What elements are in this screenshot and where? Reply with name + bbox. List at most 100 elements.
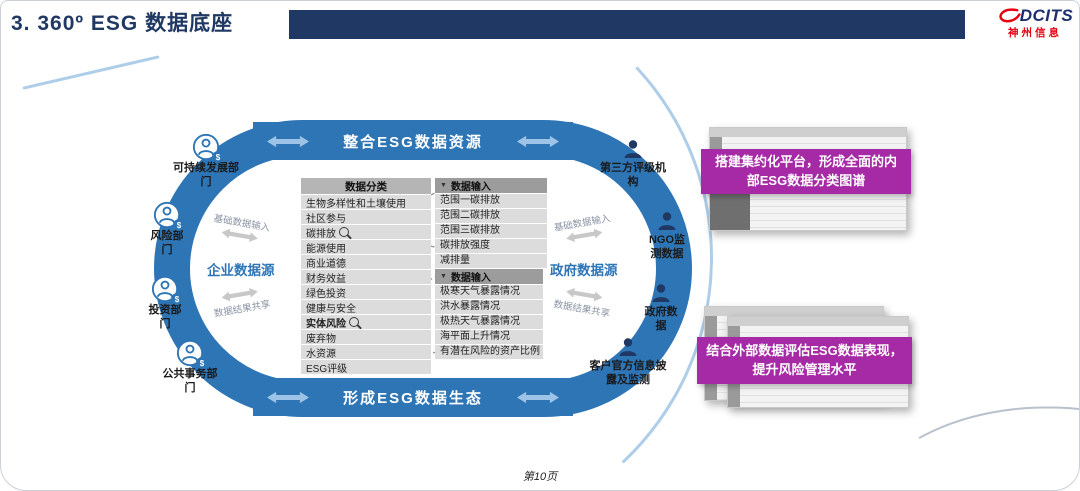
magnifier-icon — [349, 317, 359, 327]
person-icon — [652, 284, 670, 302]
table-row: 废弃物 — [301, 329, 431, 345]
party-label: 第三方评级机构 — [600, 162, 666, 188]
dept-item: $ 风险部门 — [147, 201, 187, 258]
row-label: 水资源 — [306, 348, 336, 360]
table-row: 实体风险 — [301, 314, 431, 330]
dept-label: 投资部门 — [148, 304, 182, 330]
person-coin-icon: $ — [176, 339, 208, 369]
input-row: 范围三碳排放 — [435, 223, 547, 238]
row-label: 财务效益 — [306, 273, 346, 285]
logo-swoosh-icon — [999, 8, 1021, 23]
page-title: 3. 360º ESG 数据底座 — [11, 12, 234, 35]
government-source-label: 政府数据源 — [550, 263, 618, 278]
currency-badge-icon: $ — [171, 293, 183, 305]
logo-name: 神州信息 — [1008, 27, 1062, 39]
double-arrow-icon — [517, 391, 559, 403]
row-label: 碳排放 — [306, 228, 336, 240]
row-label: 社区参与 — [306, 213, 346, 225]
dept-label: 风险部门 — [150, 230, 184, 256]
currency-badge-icon: $ — [212, 151, 224, 163]
table-row: 能源使用 — [301, 239, 431, 255]
decor-diagonal-line — [22, 55, 160, 90]
triangle-down-icon: ▼ — [440, 273, 447, 280]
gray-double-arrow-icon — [221, 228, 258, 243]
table-row: 健康与安全 — [301, 299, 431, 315]
input-row: 范围二碳排放 — [435, 208, 547, 223]
data-input-box-2: ▼ 数据输入 极寒天气暴露情况 洪水暴露情况 极热天气暴露情况 海平面上升情况 … — [435, 269, 543, 359]
party-label: 客户官方信息披露及监测 — [589, 360, 667, 386]
callout-banner: 结合外部数据评估ESG数据表现，提升风险管理水平 — [697, 337, 912, 384]
double-arrow-icon — [267, 135, 309, 147]
input-row: 减排量 — [435, 253, 547, 268]
currency-badge-icon: $ — [173, 219, 185, 231]
triangle-down-icon: ▼ — [440, 182, 447, 189]
input-row: 海平面上升情况 — [435, 329, 543, 344]
input-row: 极寒天气暴露情况 — [435, 284, 543, 299]
input-row: 有潜在风险的资产比例 — [435, 344, 543, 359]
table-row: ESG评级 — [301, 359, 431, 375]
input-row: 极热天气暴露情况 — [435, 314, 543, 329]
row-label: 实体风险 — [306, 318, 346, 330]
person-icon — [619, 338, 637, 356]
row-label: 能源使用 — [306, 243, 346, 255]
classification-header: 数据分类 — [301, 178, 431, 194]
input-header-label: 数据输入 — [450, 273, 491, 284]
input-box-header: ▼ 数据输入 — [435, 269, 543, 284]
row-label: 健康与安全 — [306, 303, 356, 315]
gray-double-arrow-icon — [221, 287, 258, 302]
flow-arrow-group: 基础数据输入 — [537, 208, 628, 249]
currency-badge-icon: $ — [196, 357, 208, 369]
page-number: 第10页 — [522, 471, 558, 483]
input-header-label: 数据输入 — [450, 182, 491, 193]
row-label: 生物多样性和土壤使用 — [306, 198, 406, 210]
row-label: ESG评级 — [306, 363, 348, 375]
row-label: 商业道德 — [306, 258, 346, 270]
gray-double-arrow-icon — [566, 287, 603, 302]
table-row: 社区参与 — [301, 209, 431, 225]
ring-bottom-label: 形成ESG数据生态 — [343, 389, 483, 407]
table-row: 生物多样性和土壤使用 — [301, 194, 431, 210]
magnifier-icon — [339, 227, 349, 237]
table-row: 水资源 — [301, 344, 431, 360]
data-input-box-1: ▼ 数据输入 范围一碳排放 范围二碳排放 范围三碳排放 碳排放强度 减排量 — [435, 178, 547, 268]
logo: DCITS 神州信息 — [989, 6, 1079, 40]
person-icon — [624, 140, 642, 158]
input-row: 洪水暴露情况 — [435, 299, 543, 314]
input-row: 范围一碳排放 — [435, 193, 547, 208]
person-coin-icon: $ — [151, 275, 183, 305]
row-label: 废弃物 — [306, 333, 336, 345]
table-row: 绿色投资 — [301, 284, 431, 300]
table-row: 财务效益 — [301, 269, 431, 285]
dept-item: $ 可持续发展部门 — [171, 133, 241, 190]
ring-top-label: 整合ESG数据资源 — [343, 133, 483, 151]
table-row: 碳排放 — [301, 224, 431, 240]
party-item: NGO监测数据 — [645, 209, 689, 262]
person-coin-icon: $ — [192, 133, 224, 163]
flow-arrow-group: 数据结果共享 — [537, 282, 628, 323]
ring-bottom-banner: 形成ESG数据生态 — [253, 378, 573, 416]
dept-item: $ 投资部门 — [145, 275, 185, 332]
classification-table: 数据分类 生物多样性和土壤使用 社区参与 碳排放 能源使用 商业道德 财务效益 … — [301, 178, 431, 375]
dept-item: $ 公共事务部门 — [159, 339, 221, 396]
gray-double-arrow-icon — [566, 228, 603, 243]
enterprise-source-label: 企业数据源 — [207, 263, 275, 278]
input-box-header: ▼ 数据输入 — [435, 178, 547, 193]
dept-label: 可持续发展部门 — [173, 162, 239, 188]
person-icon — [658, 212, 676, 230]
person-coin-icon: $ — [153, 201, 185, 231]
flow-arrow-group: 数据结果共享 — [195, 282, 286, 323]
ring-top-banner: 整合ESG数据资源 — [253, 122, 573, 160]
double-arrow-icon — [517, 135, 559, 147]
callout-banner: 搭建集约化平台，形成全面的内部ESG数据分类图谱 — [701, 149, 911, 194]
dept-label: 公共事务部门 — [162, 368, 218, 394]
flow-arrow-group: 基础数据输入 — [195, 208, 286, 249]
table-row: 商业道德 — [301, 254, 431, 270]
party-label: NGO监测数据 — [648, 234, 686, 260]
party-label: 政府数据 — [644, 306, 678, 332]
party-item: 政府数据 — [641, 281, 681, 334]
logo-brand: DCITS — [1019, 6, 1074, 25]
double-arrow-icon — [267, 391, 309, 403]
party-item: 客户官方信息披露及监测 — [585, 335, 671, 388]
party-item: 第三方评级机构 — [597, 137, 669, 190]
